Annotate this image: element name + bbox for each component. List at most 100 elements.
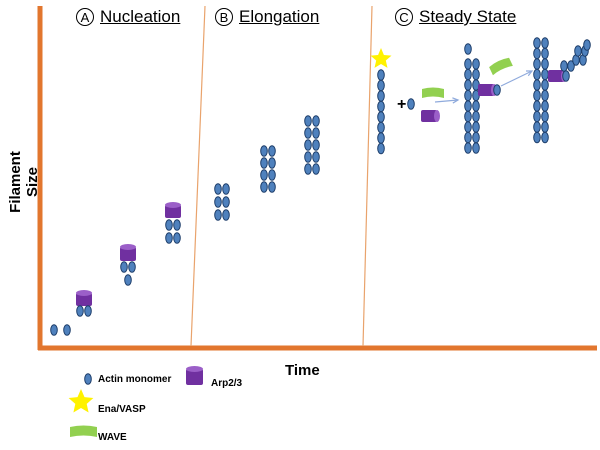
reaction-arrow-1 [434,99,459,103]
actin-monomer [124,274,132,286]
actin-monomer [464,121,472,133]
actin-monomer [583,39,591,51]
actin-monomer [541,89,549,102]
phase-divider-1 [190,5,206,347]
actin-monomer [260,145,268,157]
legend-actin-label: Actin monomer [98,374,172,385]
legend-arp-label: Arp2/3 [211,378,243,389]
phase-c-title: Steady State [419,7,517,26]
actin-monomer [472,68,480,81]
actin-monomer [222,196,230,208]
actin-monomer [260,157,268,169]
actin-monomer [304,127,312,139]
plus-sign: + [397,96,407,113]
actin-monomer [472,100,480,112]
wave-protein-bound [489,57,513,76]
actin-monomer [472,131,480,144]
legend-wave-icon [70,425,97,437]
actin-monomer [464,89,472,102]
arp23-nucleus-2 [120,244,136,261]
actin-monomer [377,132,385,144]
phase-b-circle: B [215,8,233,26]
actin-monomer [472,58,480,70]
actin-monomer [128,261,136,273]
actin-monomer [260,181,268,193]
legend-actin-icon [84,373,92,385]
actin-monomer [472,121,480,133]
actin-monomer [464,100,472,112]
legend-arp-icon [186,366,203,385]
actin-monomer [260,169,268,181]
actin-monomer [533,58,541,70]
actin-monomer [377,121,385,134]
actin-monomer [464,131,472,144]
actin-monomer [50,324,58,336]
actin-monomer [533,79,541,91]
actin-monomer [562,70,570,82]
actin-monomer [304,139,312,151]
reaction-arrow-2 [500,70,533,87]
actin-monomer [567,60,575,72]
actin-monomer [533,89,541,102]
actin-monomer [214,209,222,221]
actin-monomer [312,151,320,163]
actin-monomer [76,305,84,317]
actin-monomer [541,58,549,70]
actin-monomer [533,131,541,144]
actin-monomer [312,139,320,151]
actin-monomer [533,37,541,49]
arp23-complex [421,110,440,122]
actin-monomer [222,183,230,195]
legend-ena-label: Ena/VASP [98,404,146,415]
phase-b-title: Elongation [239,7,320,26]
actin-monomer [377,142,385,155]
actin-monomer [541,68,549,81]
actin-monomer [541,121,549,133]
actin-monomer [214,196,222,208]
phase-a-circle: A [76,8,94,26]
x-axis-label: Time [285,362,320,379]
actin-monomer [63,324,71,336]
actin-monomer [541,47,549,60]
arp23-nucleus-3 [165,202,181,218]
actin-monomer [472,110,480,123]
actin-monomer [464,58,472,70]
phase-divider-2 [362,5,373,347]
actin-monomer [268,169,276,181]
actin-monomer [222,209,230,221]
wave-protein [422,87,444,98]
actin-monomer [377,111,385,123]
actin-monomer [214,183,222,195]
actin-monomer [464,142,472,154]
actin-monomer [533,110,541,123]
actin-monomer [268,181,276,193]
actin-monomer [312,127,320,139]
actin-monomer [173,232,181,244]
actin-monomer [541,37,549,49]
actin-monomer [533,121,541,133]
actin-monomer [574,45,582,57]
actin-monomer [84,305,92,317]
legend-wave-label: WAVE [98,432,127,443]
reaction-arrow-1-head [452,97,460,104]
phase-steady-state-header: C Steady State [395,6,516,28]
actin-monomer [304,151,312,163]
reaction-arrow-2-head [525,70,534,77]
actin-monomer [464,110,472,123]
actin-monomer [407,98,415,110]
actin-monomer [493,84,501,96]
actin-monomer [312,163,320,175]
phase-elongation-header: B Elongation [215,6,319,28]
phase-a-title: Nucleation [100,7,181,26]
actin-monomer [377,69,385,81]
actin-monomer [165,232,173,244]
actin-monomer [173,219,181,231]
actin-monomer [541,79,549,91]
actin-monomer [464,79,472,91]
actin-monomer [120,261,128,273]
actin-monomer [533,47,541,60]
actin-monomer [304,163,312,175]
actin-monomer [541,110,549,123]
arp23-nucleus-1 [76,290,92,306]
